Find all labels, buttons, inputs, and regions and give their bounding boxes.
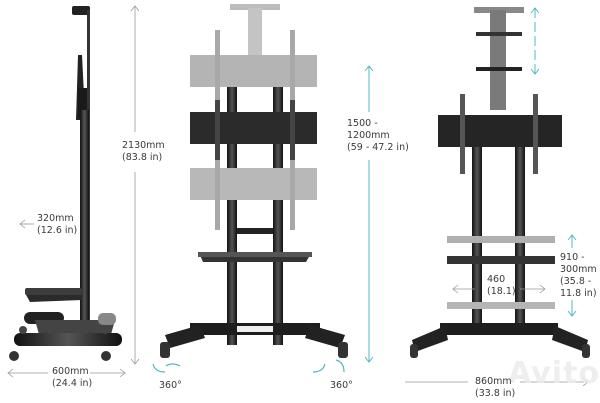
base-width-label: 860mm(33.8 in) <box>475 376 516 399</box>
total-height-label: 2130mm(83.8 in) <box>122 140 165 163</box>
shelf-depth-label: 320mm(12.6 in) <box>37 213 78 236</box>
mount-height-range-label: 1500 -1200mm(59 - 47.2 in) <box>347 118 409 153</box>
right-caster-rotation-label: 360° <box>330 380 353 391</box>
base-depth-label: 600mm(24.4 in) <box>52 366 93 389</box>
side-view-dimension-lines <box>7 5 140 378</box>
front-view-2-stand <box>410 7 590 358</box>
front-view-1-stand <box>160 4 348 358</box>
watermark: Avito <box>508 356 600 391</box>
shelf-width-arrows <box>405 284 589 387</box>
rotation-arrows-front-1 <box>152 359 345 373</box>
shelf-height-range-label: 910 -300mm(35.8 -11.8 in) <box>560 252 597 299</box>
side-view-stand <box>9 6 122 361</box>
left-caster-rotation-label: 360° <box>159 380 182 391</box>
shelf-width-label: 460(18.1) <box>487 274 516 297</box>
camera-shelf-range-arrow <box>530 7 577 317</box>
mount-height-arrow <box>364 65 374 363</box>
